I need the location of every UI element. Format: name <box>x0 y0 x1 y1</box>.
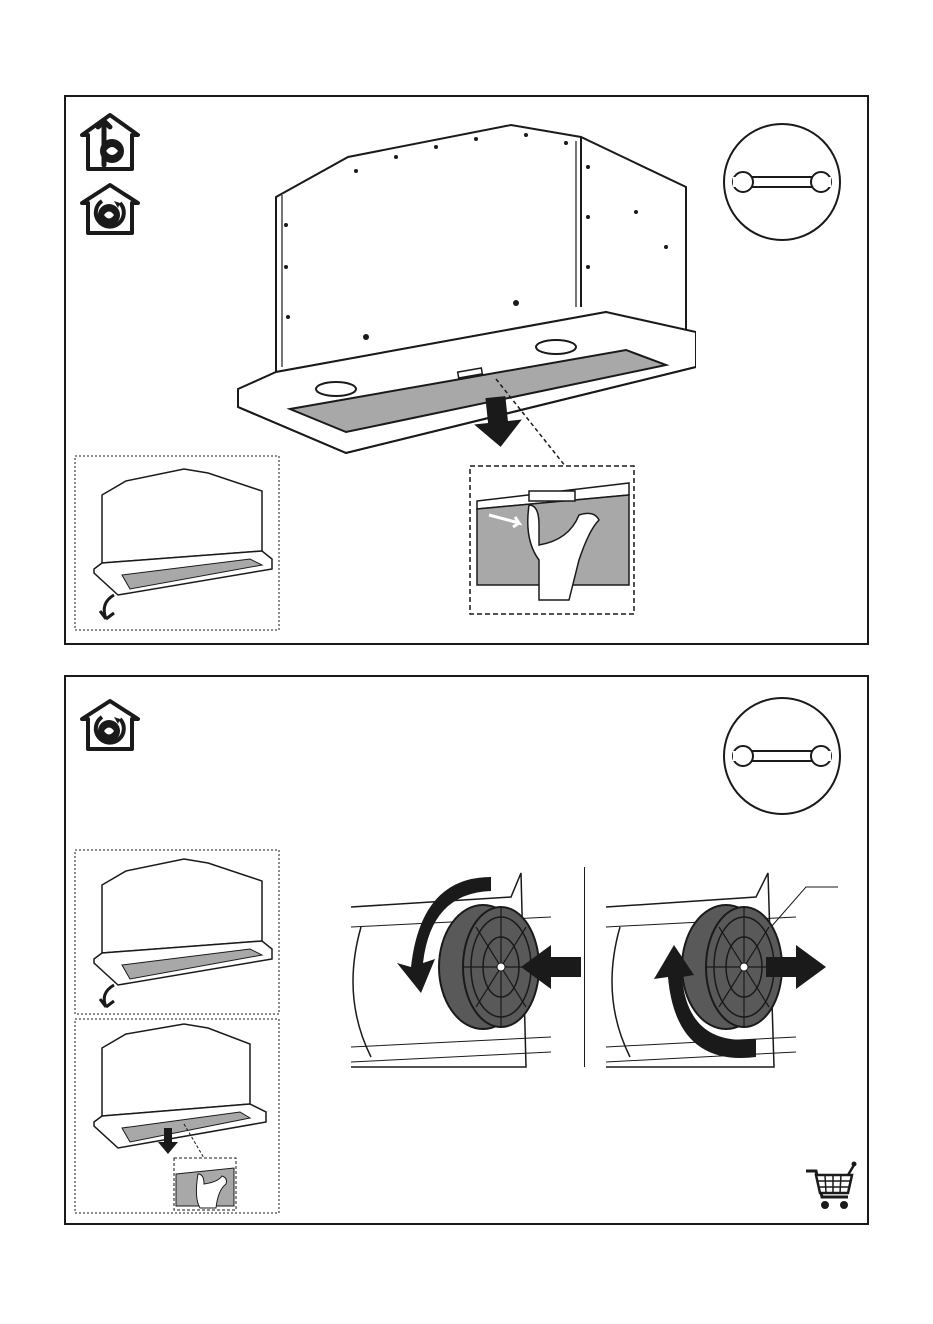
carbon-filter-install <box>351 867 581 1077</box>
instruction-panel-bottom <box>64 675 869 1225</box>
recirculation-mode-icon <box>76 697 144 753</box>
wrench-tool-icon <box>721 121 843 243</box>
hood-filter-overview-thumbnail <box>74 455 280 631</box>
step-divider <box>584 867 585 1067</box>
recirculation-mode-icon <box>76 181 144 237</box>
filter-latch-thumbnail <box>74 1018 280 1214</box>
hood-grease-filter-removal <box>226 117 696 467</box>
carbon-filter-remove <box>606 867 838 1077</box>
instruction-panel-top <box>64 95 869 645</box>
filter-removal-thumbnail <box>74 849 280 1015</box>
wrench-tool-icon <box>721 695 843 817</box>
shopping-cart-icon <box>804 1161 858 1213</box>
filter-latch-release-detail <box>469 465 635 615</box>
ducted-extraction-mode-icon <box>76 107 144 175</box>
